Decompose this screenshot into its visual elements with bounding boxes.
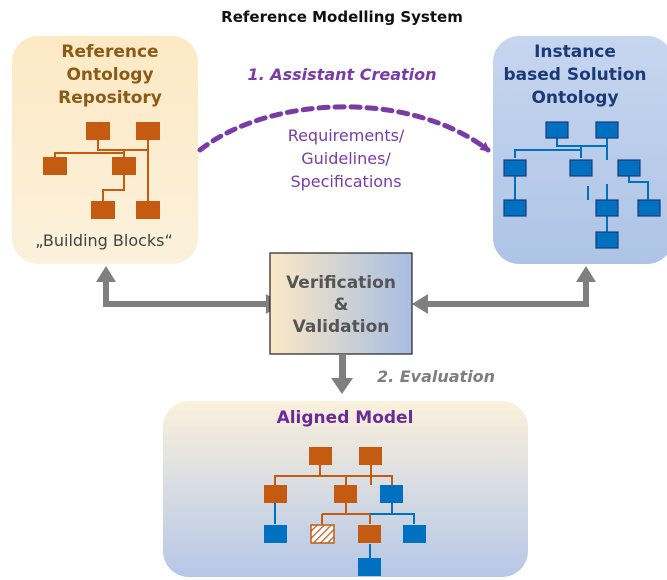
aligned-tree-nodes <box>264 447 426 576</box>
right-up-arrowhead <box>576 266 596 282</box>
reference-title-line-2: Ontology <box>66 65 153 85</box>
hatched-node <box>310 524 335 544</box>
verification-text: Verification <box>286 273 396 293</box>
ampersand-text: & <box>334 295 349 315</box>
aligned-tree-lines <box>274 464 415 558</box>
reference-tree-nodes <box>43 122 160 219</box>
validation-text: Validation <box>293 317 390 337</box>
reference-title-line-3: Repository <box>58 88 162 108</box>
assistant-creation-arrow: 1. Assistant Creation Requirements/ Guid… <box>197 65 491 191</box>
down-arrow <box>331 378 353 394</box>
instance-title-line-3: Ontology <box>531 88 618 108</box>
reference-ontology-box: Reference Ontology Repository „Building … <box>12 36 198 264</box>
guidelines-text: Guidelines/ <box>301 149 391 168</box>
specifications-text: Specifications <box>290 172 401 191</box>
assistant-creation-label: 1. Assistant Creation <box>247 65 436 84</box>
right-double-arrow <box>412 266 596 314</box>
instance-tree-icon <box>514 138 649 232</box>
dashed-arc-arrow <box>197 104 491 153</box>
building-blocks-caption: „Building Blocks“ <box>35 231 173 250</box>
evaluation-arrow: 2. Evaluation <box>331 354 495 394</box>
evaluation-label: 2. Evaluation <box>377 367 495 386</box>
aligned-model-box: Aligned Model <box>163 401 528 577</box>
instance-title-line-2: based Solution <box>504 65 647 85</box>
left-double-arrow <box>96 266 282 314</box>
requirements-text: Requirements/ <box>288 126 405 145</box>
right-left-arrowhead <box>412 294 428 314</box>
diagram-title: Reference Modelling System <box>221 8 463 26</box>
verification-validation-box: Verification & Validation <box>269 252 413 355</box>
instance-tree-nodes <box>503 121 661 249</box>
instance-ontology-box: Instance based Solution Ontology <box>493 36 667 264</box>
reference-title-line-1: Reference <box>61 42 158 62</box>
aligned-model-title: Aligned Model <box>277 408 414 428</box>
instance-title-line-1: Instance <box>534 42 616 62</box>
left-up-arrowhead <box>96 266 116 282</box>
